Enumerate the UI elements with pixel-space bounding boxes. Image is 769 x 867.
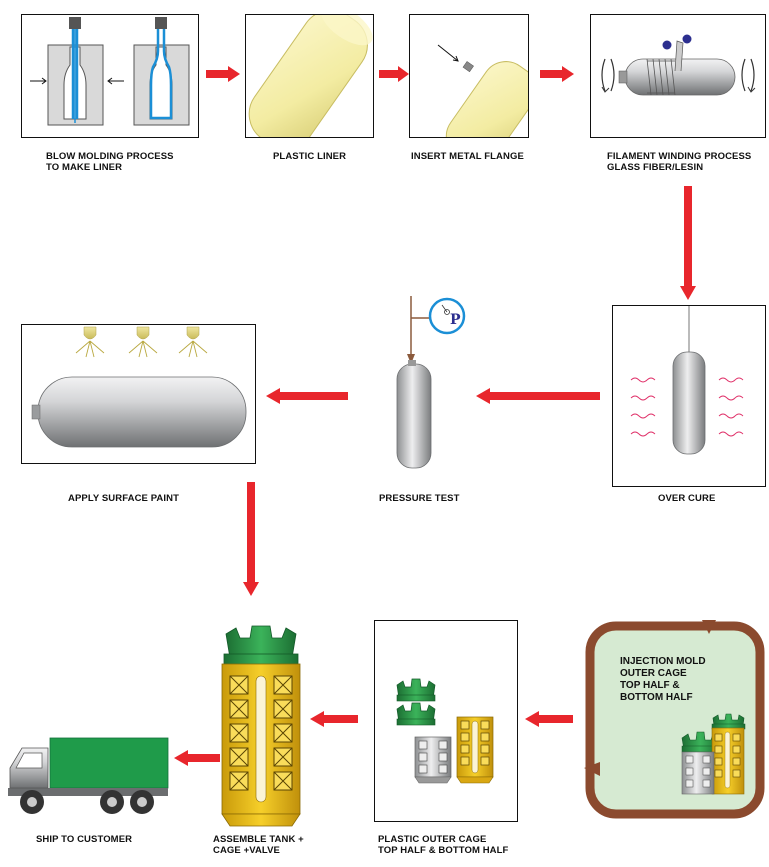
over-cure-illustration <box>630 306 744 455</box>
plastic-liner-label: PLASTIC LINER <box>273 151 347 162</box>
plastic-liner-frame <box>245 14 374 138</box>
apply-paint-label: APPLY SURFACE PAINT <box>68 493 179 504</box>
ship-label: SHIP TO CUSTOMER <box>36 834 133 845</box>
arrow-left-2 <box>476 388 600 404</box>
arrow-left-5 <box>525 711 573 727</box>
arrow-left-1 <box>266 388 348 404</box>
filament-winding-frame <box>590 14 766 138</box>
filament-winding-label: FILAMENT WINDING PROCESS GLASS FIBER/LES… <box>607 151 752 173</box>
over-cure-frame <box>612 305 766 487</box>
arrow-left-4 <box>310 711 358 727</box>
plastic-outer-cage-frame <box>374 620 518 822</box>
arrow-right-2 <box>379 66 409 82</box>
truck-illustration <box>8 737 169 814</box>
insert-flange-frame <box>409 14 529 138</box>
blow-molding-illustration <box>30 17 190 126</box>
plastic-liner-illustration <box>248 15 373 137</box>
arrow-left-3 <box>174 750 220 766</box>
blow-molding-frame <box>21 14 199 138</box>
filament-winding-illustration <box>601 34 756 96</box>
plastic-outer-cage-illustration <box>396 678 494 784</box>
apply-paint-illustration <box>31 326 247 448</box>
assembled-tank-illustration <box>221 625 301 827</box>
injection-mold-illustration <box>584 620 765 819</box>
insert-flange-illustration <box>437 44 528 137</box>
pressure-test-illustration <box>396 296 466 469</box>
injection-mold-label: INJECTION MOLD OUTER CAGE TOP HALF & BOT… <box>620 656 706 703</box>
injection-mold-box <box>584 620 766 820</box>
plastic-outer-cage-label: PLASTIC OUTER CAGE TOP HALF & BOTTOM HAL… <box>378 834 509 856</box>
arrow-down-2 <box>243 482 259 596</box>
insert-flange-label: INSERT METAL FLANGE <box>411 151 524 162</box>
assemble-label: ASSEMBLE TANK + CAGE +VALVE <box>213 834 304 856</box>
gauge-letter: P <box>450 312 461 328</box>
blow-molding-label: BLOW MOLDING PROCESS TO MAKE LINER <box>46 151 174 173</box>
arrow-down-1 <box>680 186 696 300</box>
arrow-right-1 <box>206 66 240 82</box>
arrow-right-3 <box>540 66 574 82</box>
over-cure-label: OVER CURE <box>658 493 716 504</box>
pressure-test-label: PRESSURE TEST <box>379 493 460 504</box>
apply-paint-frame <box>21 324 256 464</box>
